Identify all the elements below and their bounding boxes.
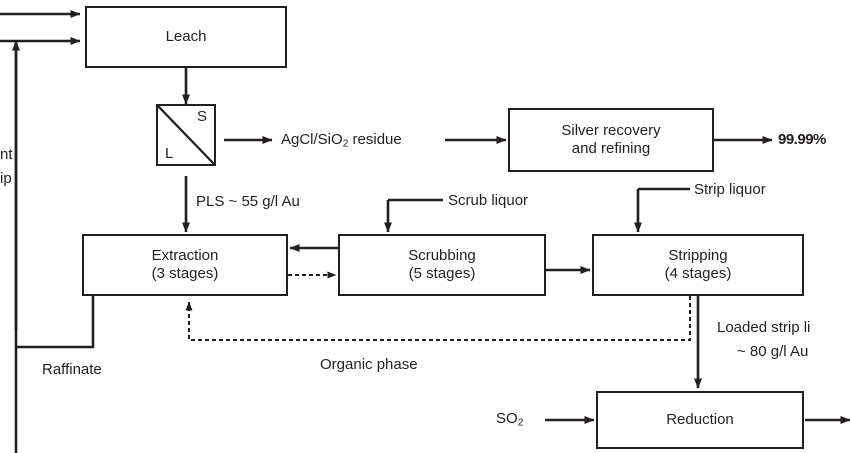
label-loaded-strip-liquor-line1: Loaded strip li <box>717 319 811 336</box>
box-scrubbing[interactable]: Scrubbing (5 stages) <box>338 234 546 296</box>
box-leach[interactable]: Leach <box>85 6 287 68</box>
box-silver-recovery-line1: Silver recovery <box>561 121 661 139</box>
label-raffinate: Raffinate <box>42 361 102 378</box>
separator-liquid-label: L <box>165 145 174 162</box>
label-agcl-sio2-residue: AgCl/SiO2 residue <box>281 131 402 150</box>
box-silver-recovery[interactable]: Silver recovery and refining <box>508 108 714 172</box>
separator-diagonal <box>158 106 214 164</box>
label-organic-phase: Organic phase <box>320 356 418 373</box>
box-reduction-label: Reduction <box>666 410 734 428</box>
label-loaded-strip-liquor-line2: ~ 80 g/l Au <box>737 343 809 360</box>
box-scrubbing-line1: Scrubbing <box>408 246 476 264</box>
solid-liquid-separator[interactable]: S L <box>156 104 216 166</box>
box-reduction[interactable]: Reduction <box>596 391 804 449</box>
box-stripping[interactable]: Stripping (4 stages) <box>592 234 804 296</box>
box-silver-recovery-line2: and refining <box>571 140 651 157</box>
box-scrubbing-line2: (5 stages) <box>408 265 476 282</box>
label-strip-liquor: Strip liquor <box>694 181 766 198</box>
label-scrub-liquor: Scrub liquor <box>448 192 529 209</box>
label-so2: SO2 <box>496 410 524 429</box>
residue-subscript: 2 <box>342 138 349 150</box>
box-stripping-line1: Stripping <box>668 246 728 264</box>
label-purity: 99.99% <box>778 131 826 148</box>
box-stripping-line2: (4 stages) <box>664 265 732 282</box>
label-pls: PLS ~ 55 g/l Au <box>196 193 300 210</box>
box-extraction-line2: (3 stages) <box>151 265 219 282</box>
so2-subscript: 2 <box>517 417 524 429</box>
box-extraction[interactable]: Extraction (3 stages) <box>82 234 288 296</box>
box-leach-label: Leach <box>165 27 207 45</box>
label-left-cut-bottom: ip <box>0 170 12 187</box>
separator-solid-label: S <box>196 108 207 125</box>
label-left-cut-top: nt <box>0 146 13 163</box>
box-extraction-line1: Extraction <box>151 246 219 264</box>
